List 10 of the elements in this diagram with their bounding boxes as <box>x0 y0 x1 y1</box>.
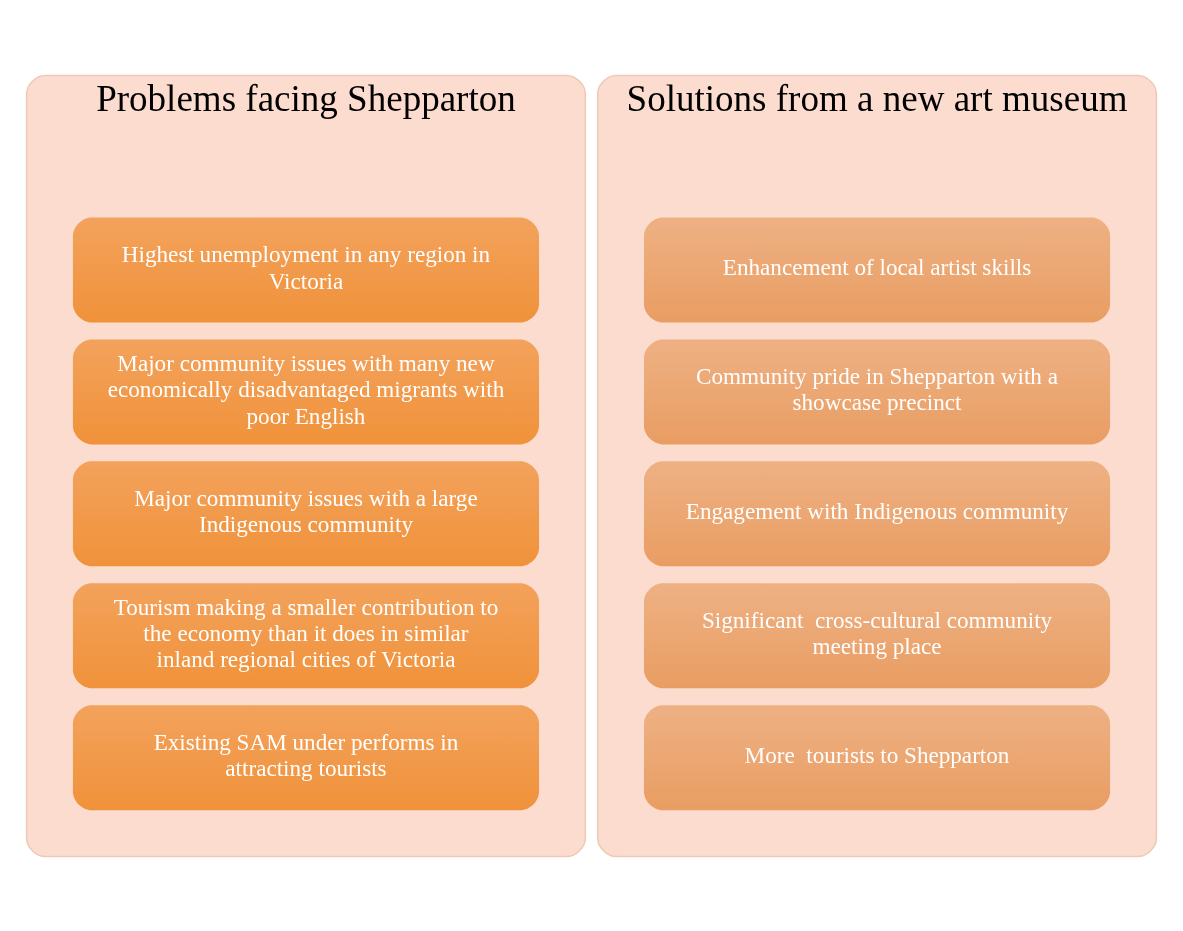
node-box: More tourists to Shepparton <box>644 704 1111 810</box>
node-box: Tourism making a smaller contribution to the economy than it does in similar inland regional cities of Victoria <box>72 582 539 688</box>
node-box: Community pride in Shepparton with a showcase precinct <box>644 338 1111 444</box>
node-box: Enhancement of local artist skills <box>644 217 1111 322</box>
node-box: Significant cross-cultural community meeting place <box>644 582 1111 688</box>
node-box: Major community issues with many new economically disadvantaged migrants with poor English <box>72 338 539 444</box>
node-box: Engagement with Indigenous community <box>644 460 1111 566</box>
node-box: Major community issues with a large Indigenous community <box>72 460 539 566</box>
node-box: Highest unemployment in any region in Victoria <box>72 217 539 322</box>
node-box: Existing SAM under performs in attracting tourists <box>72 704 539 810</box>
